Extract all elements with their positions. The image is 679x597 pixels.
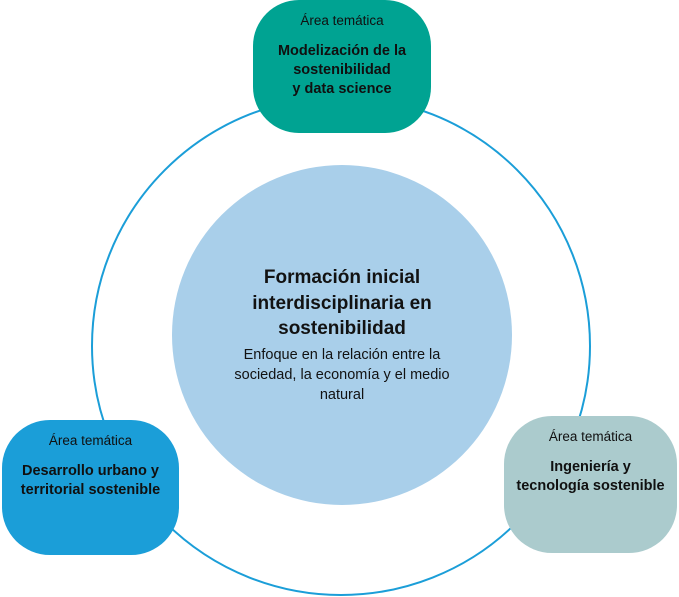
theme-bubble-ingenieria: Área temática Ingeniería y tecnología so… bbox=[504, 416, 677, 553]
area-tematica-label: Área temática bbox=[300, 13, 384, 28]
area-tematica-label: Área temática bbox=[48, 433, 133, 448]
bubble-title-ingenieria: Ingeniería y tecnología sostenible bbox=[516, 459, 665, 495]
bubble-title-desarrollo: Desarrollo urbano y territorial sostenib… bbox=[20, 463, 161, 499]
central-title: Formación inicial interdisciplinaria en … bbox=[252, 267, 432, 340]
theme-bubble-desarrollo: Área temática Desarrollo urbano y territ… bbox=[2, 420, 179, 555]
central-circle: Formación inicial interdisciplinaria en … bbox=[172, 165, 512, 505]
theme-bubble-modelizacion: Área temática Modelización de la sosteni… bbox=[253, 0, 431, 133]
central-subtitle: Enfoque en la relación entre la sociedad… bbox=[234, 346, 450, 403]
area-tematica-label: Área temática bbox=[548, 429, 633, 444]
bubble-title-modelizacion: Modelización de la sostenibilidad y data… bbox=[277, 43, 407, 98]
